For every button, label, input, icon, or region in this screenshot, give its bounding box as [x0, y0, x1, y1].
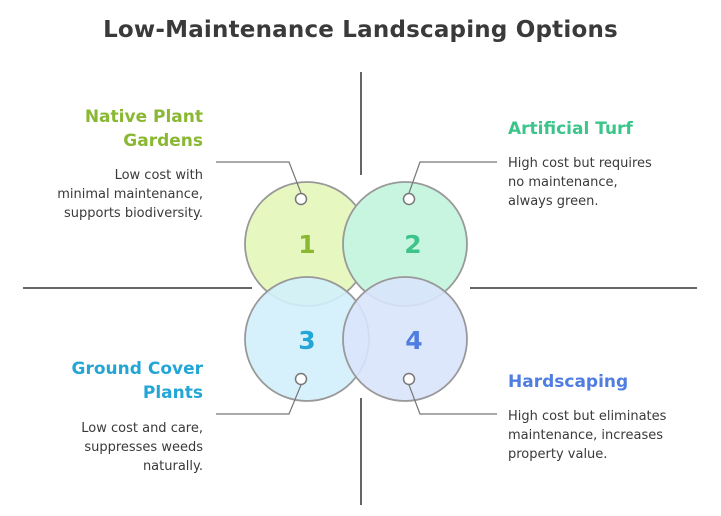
option-3-heading: Ground Cover Plants [71, 359, 203, 403]
anchor-dot-option-2 [402, 192, 416, 206]
page-title: Low-Maintenance Landscaping Options [103, 17, 618, 43]
option-4-number: 4 [405, 326, 422, 355]
option-4-heading: Hardscaping [508, 372, 629, 392]
anchor-dot-option-4 [402, 372, 416, 386]
option-3-description: Low cost and care, suppresses weeds natu… [81, 421, 203, 474]
option-2-heading: Artificial Turf [508, 119, 633, 139]
option-1-heading: Native Plant Gardens [84, 107, 203, 151]
connector-option-3 [216, 384, 302, 415]
option-1-description: Low cost with minimal maintenance, suppo… [57, 168, 203, 221]
circle-option-4 [342, 276, 468, 402]
option-2-number: 2 [404, 230, 421, 259]
connector-option-4 [408, 384, 497, 415]
connector-option-1 [216, 161, 302, 194]
option-4-description: High cost but eliminates maintenance, in… [508, 409, 667, 462]
option-3-number: 3 [298, 326, 315, 355]
anchor-dot-option-1 [294, 192, 308, 206]
connector-option-2 [408, 161, 497, 194]
option-2-description: High cost but requires no maintenance, a… [508, 156, 652, 209]
anchor-dot-option-3 [294, 372, 308, 386]
option-1-number: 1 [298, 230, 315, 259]
